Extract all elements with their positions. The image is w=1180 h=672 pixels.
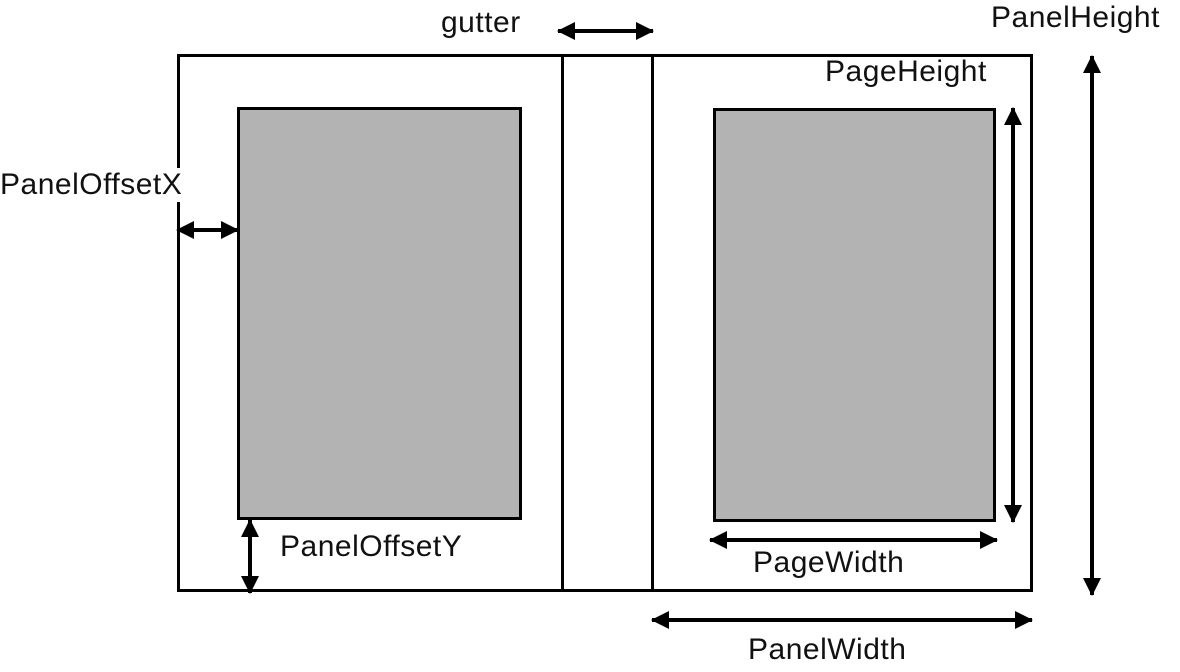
gutter-right-line: [651, 54, 654, 592]
panel-height-label: PanelHeight: [991, 1, 1160, 34]
panel-offset-y-arrow: [241, 519, 259, 594]
left-page-area: [237, 107, 522, 520]
page-height-label: PageHeight: [825, 55, 987, 88]
panel-offset-x-arrow: [176, 221, 239, 239]
page-width-label: PageWidth: [753, 546, 905, 579]
panel-height-arrow: [1083, 55, 1101, 596]
panel-offset-y-label: PanelOffsetY: [280, 530, 463, 563]
page-width-arrow: [709, 531, 998, 549]
gutter-left-line: [561, 54, 564, 592]
gutter-label: gutter: [441, 6, 521, 39]
panel-width-label: PanelWidth: [748, 633, 907, 666]
page-height-arrow: [1004, 107, 1022, 523]
right-page-area: [713, 108, 996, 522]
gutter-arrow: [557, 22, 654, 40]
panel-width-arrow: [651, 611, 1033, 629]
panel-offset-x-label: PanelOffsetX: [0, 168, 186, 202]
spread-outline: [177, 54, 1033, 592]
